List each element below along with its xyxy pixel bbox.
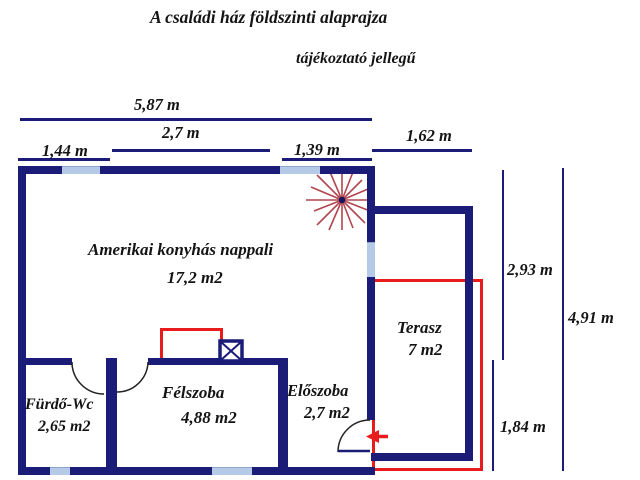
room-area-living: 17,2 m2 — [167, 268, 223, 287]
wall-divider-halfroom-hallway — [278, 358, 288, 475]
dim-label-top-left: 1,44 m — [42, 141, 88, 160]
window-right-wall — [367, 242, 375, 277]
wall-exterior-right-lower — [367, 277, 375, 420]
window-bottom-halfroom — [212, 467, 252, 475]
window-top-left — [62, 166, 100, 174]
wall-interior-horizontal-left — [18, 358, 72, 365]
dim-line-top-right — [282, 158, 372, 161]
dim-line-right-lower — [492, 360, 494, 471]
room-label-halfroom: Félszoba — [162, 383, 225, 402]
room-label-bathroom: Fürdő-Wc — [25, 396, 94, 413]
dim-line-right-total — [562, 168, 564, 471]
dim-line-top-middle — [112, 149, 270, 152]
dim-label-top-right: 1,39 m — [294, 140, 340, 159]
dim-label-right-lower: 1,84 m — [500, 417, 546, 436]
entrance-arrow-icon — [366, 430, 388, 443]
wall-exterior-left — [18, 166, 26, 475]
room-label-terrace: Terasz — [397, 318, 442, 337]
page-title: A családi ház földszinti alaprajza — [150, 7, 388, 27]
dim-label-terrace-width: 1,62 m — [406, 126, 452, 145]
window-bottom-bathroom — [50, 467, 70, 475]
dim-label-top-total: 5,87 m — [134, 95, 180, 114]
flue-shaft-icon — [218, 339, 244, 363]
wall-terrace-bottom — [371, 453, 473, 461]
halfroom-door-arc — [116, 361, 149, 393]
dim-line-top-total — [20, 118, 372, 121]
sunburst-center-dot — [338, 196, 346, 204]
wall-divider-bathroom-halfroom — [106, 358, 117, 475]
dim-line-terrace-width — [372, 149, 472, 152]
room-area-hallway: 2,7 m2 — [304, 403, 350, 422]
wall-exterior-top — [18, 166, 375, 174]
dim-label-right-total: 4,91 m — [568, 308, 614, 327]
window-top-right — [280, 166, 320, 174]
room-area-halfroom: 4,88 m2 — [181, 408, 237, 427]
wall-terrace-top — [367, 206, 473, 214]
room-area-bathroom: 2,65 m2 — [38, 418, 91, 435]
wall-terrace-right — [465, 206, 473, 461]
room-label-living: Amerikai konyhás nappali — [88, 240, 274, 259]
wall-exterior-bottom — [18, 467, 375, 475]
wall-interior-horizontal-right — [148, 358, 288, 365]
bathroom-door-arc — [71, 361, 105, 395]
dim-label-top-middle: 2,7 m — [162, 123, 200, 142]
wall-exterior-right-upper — [367, 166, 375, 242]
room-area-terrace: 7 m2 — [408, 340, 443, 359]
dim-line-right-upper — [502, 170, 504, 360]
entrance-door-arc — [337, 419, 371, 453]
room-label-hallway: Előszoba — [287, 381, 349, 400]
dim-line-top-left — [18, 158, 110, 161]
page-subtitle: tájékoztató jellegű — [296, 50, 416, 67]
dim-label-right-upper: 2,93 m — [507, 260, 553, 279]
